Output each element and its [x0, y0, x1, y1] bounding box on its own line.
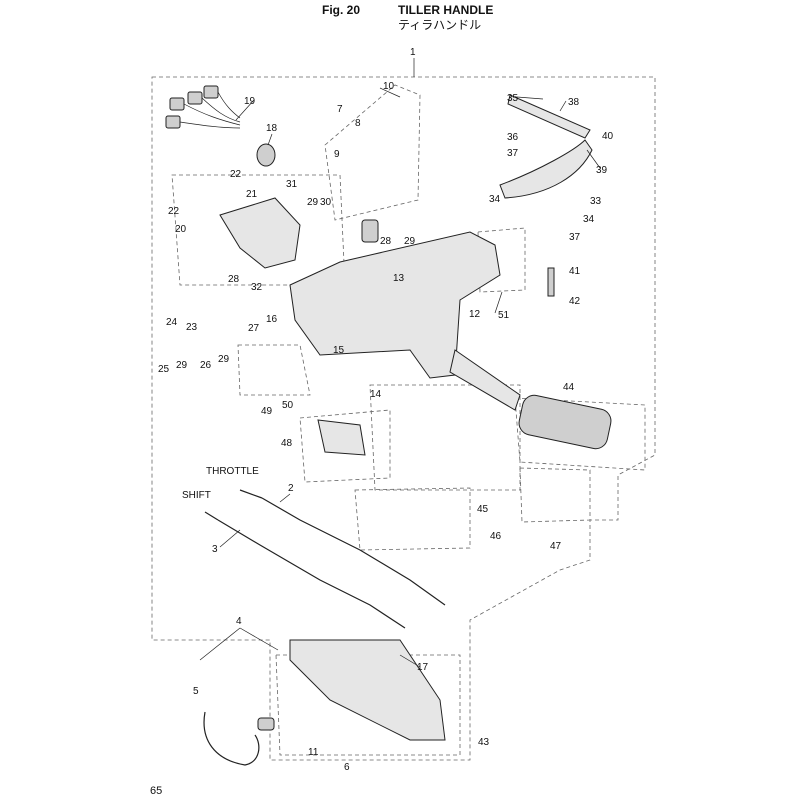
callout-29b: 29: [404, 236, 416, 247]
callout-15: 15: [333, 345, 345, 356]
callout-numbers: 1 2 3 4 5 6 7 8 9 10 11 12 13 14 15 16 1…: [158, 47, 614, 773]
group-44-boundary: [514, 397, 646, 471]
callout-38: 38: [568, 97, 580, 108]
callout-37b: 37: [569, 232, 581, 243]
callout-26: 26: [200, 360, 212, 371]
callout-49: 49: [261, 406, 273, 417]
callout-34a: 34: [489, 194, 501, 205]
throttle-cable-end: [239, 489, 263, 499]
wiring-harness-part: [165, 85, 241, 129]
callout-30: 30: [320, 197, 332, 208]
group-20-boundary: [171, 174, 346, 286]
callout-4: 4: [236, 616, 242, 627]
callout-45: 45: [477, 504, 489, 515]
callout-17: 17: [417, 662, 429, 673]
lanyard-clip-part: [257, 717, 275, 731]
grommet-part: [256, 143, 276, 167]
callout-8: 8: [355, 118, 361, 129]
callout-22b: 22: [168, 206, 180, 217]
shift-label: SHIFT: [182, 490, 211, 501]
callout-28a: 28: [228, 274, 240, 285]
figure-title: TILLER HANDLE: [398, 3, 494, 17]
callout-35: 35: [507, 93, 519, 104]
leader-lines: [199, 58, 601, 668]
callout-34b: 34: [583, 214, 595, 225]
callout-12: 12: [469, 309, 481, 320]
callout-6: 6: [344, 762, 350, 773]
callout-14: 14: [370, 389, 382, 400]
callout-18: 18: [266, 123, 278, 134]
shift-cable: [217, 519, 406, 629]
bracket-part: [219, 197, 301, 269]
callout-31: 31: [286, 179, 298, 190]
callout-29d: 29: [218, 354, 230, 365]
tiller-grip-part: [518, 394, 612, 450]
callout-33: 33: [590, 196, 602, 207]
throttle-label: THROTTLE: [206, 466, 259, 477]
callout-43: 43: [478, 737, 490, 748]
callout-42: 42: [569, 296, 581, 307]
callout-46: 46: [490, 531, 502, 542]
friction-plate-part: [499, 139, 593, 199]
group-46-boundary: [354, 487, 471, 551]
callout-19: 19: [244, 96, 256, 107]
callout-41: 41: [569, 266, 581, 277]
assembly-boundary: [151, 76, 656, 761]
page-number: 65: [150, 785, 163, 797]
group-51-boundary: [477, 227, 526, 293]
callout-29c: 29: [176, 360, 188, 371]
callout-36: 36: [507, 132, 519, 143]
group-7-boundary: [324, 84, 421, 221]
callout-44: 44: [563, 382, 575, 393]
figure-number: Fig. 20: [322, 3, 361, 17]
group-47-boundary: [519, 467, 591, 523]
lever-assembly-part: [317, 419, 366, 456]
callout-29a: 29: [307, 197, 319, 208]
callout-25: 25: [158, 364, 170, 375]
group-45-boundary: [369, 384, 521, 491]
callout-13: 13: [393, 273, 405, 284]
callout-23: 23: [186, 322, 198, 333]
callout-11: 11: [308, 747, 319, 758]
throttle-cable: [261, 497, 446, 606]
callout-24: 24: [166, 317, 178, 328]
figure-title-japanese: ティラハンドル: [398, 18, 482, 32]
bottom-cover-part: [289, 639, 446, 741]
callout-40: 40: [602, 131, 614, 142]
tiller-arm-part: [449, 349, 521, 411]
callout-20: 20: [175, 224, 187, 235]
lanyard-cord: [203, 711, 260, 766]
callout-2: 2: [288, 483, 294, 494]
callout-39: 39: [596, 165, 608, 176]
bolt-part: [547, 267, 555, 297]
callout-27: 27: [248, 323, 260, 334]
shift-cable-end: [204, 511, 219, 521]
callout-28b: 28: [380, 236, 392, 247]
callout-3: 3: [212, 544, 218, 555]
callout-37a: 37: [507, 148, 519, 159]
callout-48: 48: [281, 438, 293, 449]
callout-32: 32: [251, 282, 263, 293]
callout-9: 9: [334, 149, 340, 160]
callout-22a: 22: [230, 169, 242, 180]
switch-part: [361, 219, 379, 243]
callout-47: 47: [550, 541, 562, 552]
callout-5: 5: [193, 686, 199, 697]
callout-10: 10: [383, 81, 395, 92]
group-49-boundary: [237, 344, 311, 396]
callout-7: 7: [337, 104, 343, 115]
callout-1: 1: [410, 47, 416, 58]
callout-50: 50: [282, 400, 294, 411]
tiller-body-part: [289, 231, 501, 379]
friction-bar-part: [507, 94, 591, 139]
callout-51: 51: [498, 310, 510, 321]
callout-21: 21: [246, 189, 258, 200]
callout-16: 16: [266, 314, 278, 325]
